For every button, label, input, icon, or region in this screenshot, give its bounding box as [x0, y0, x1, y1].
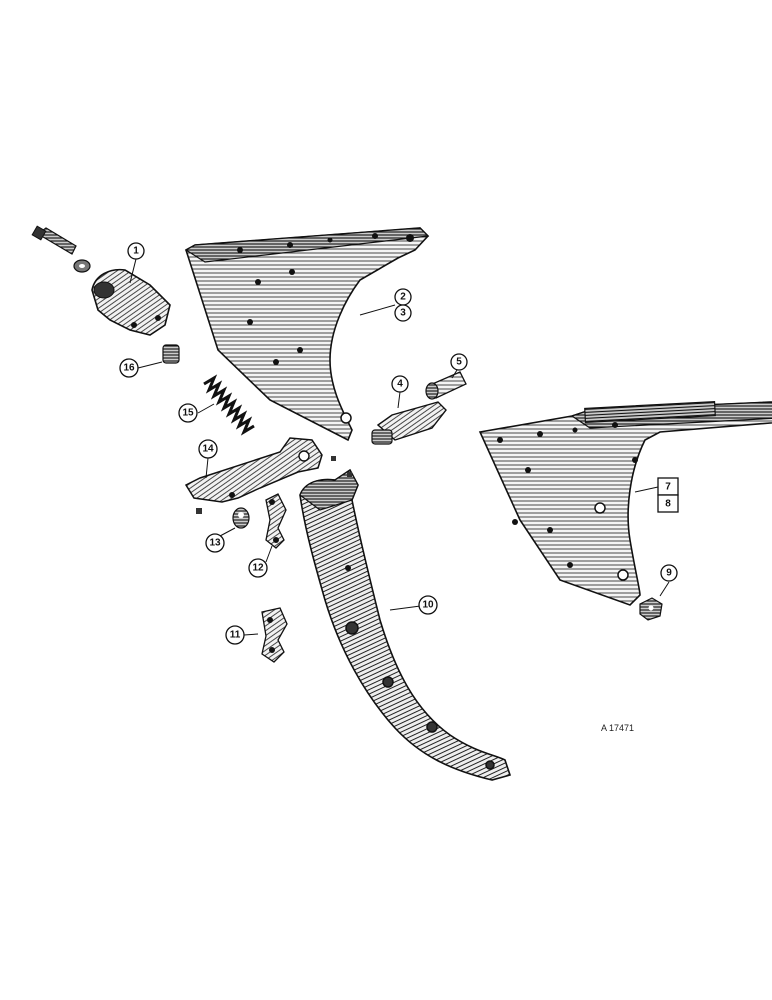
bushing: [232, 507, 250, 529]
callout-label: 15: [182, 408, 194, 419]
callout-15: 15: [178, 403, 198, 423]
callout-3: 3: [394, 304, 412, 322]
callout-14: 14: [198, 439, 218, 459]
callout-1: 1: [127, 242, 145, 260]
pin: [425, 371, 467, 400]
callout-4: 4: [391, 375, 409, 393]
callout-7: 7: [657, 477, 679, 496]
callout-label: 4: [397, 379, 403, 390]
callout-5: 5: [450, 353, 468, 371]
callout-8: 8: [657, 494, 679, 513]
curved-arm: [299, 468, 512, 781]
bracket: [91, 268, 171, 336]
figure-reference: A 17471: [601, 723, 634, 733]
callout-label: 2: [400, 292, 406, 303]
callout-11: 11: [225, 625, 245, 645]
callout-13: 13: [205, 533, 225, 553]
spring: [203, 374, 255, 436]
shoe-plate-right: [478, 400, 772, 606]
callout-label: 5: [456, 357, 462, 368]
callout-label: 8: [665, 499, 671, 510]
callout-label: 9: [666, 568, 672, 579]
callout-label: 11: [230, 630, 241, 641]
nut: [73, 259, 91, 273]
callout-label: 7: [665, 482, 671, 493]
callout-9: 9: [660, 564, 678, 582]
callout-label: 14: [202, 444, 214, 455]
callout-2: 2: [394, 288, 412, 306]
leader-lines: [129, 258, 670, 636]
callout-label: 3: [400, 308, 406, 319]
callout-10: 10: [418, 595, 438, 615]
link-piece-small: [265, 493, 287, 549]
bolt: [31, 225, 77, 255]
link-bar: [184, 437, 323, 503]
callout-label: 13: [209, 538, 221, 549]
hex-nut: [639, 597, 663, 621]
callout-16: 16: [119, 358, 139, 378]
callout-12: 12: [248, 558, 268, 578]
shoe-plate-left: [184, 227, 430, 442]
small-fasteners: [196, 456, 352, 514]
callout-label: 10: [422, 600, 434, 611]
link-piece: [261, 607, 288, 663]
small-bolt: [162, 344, 180, 364]
shoe-segment: [371, 401, 447, 445]
callout-label: 1: [133, 246, 139, 257]
callout-label: 12: [252, 563, 264, 574]
callout-label: 16: [123, 363, 135, 374]
